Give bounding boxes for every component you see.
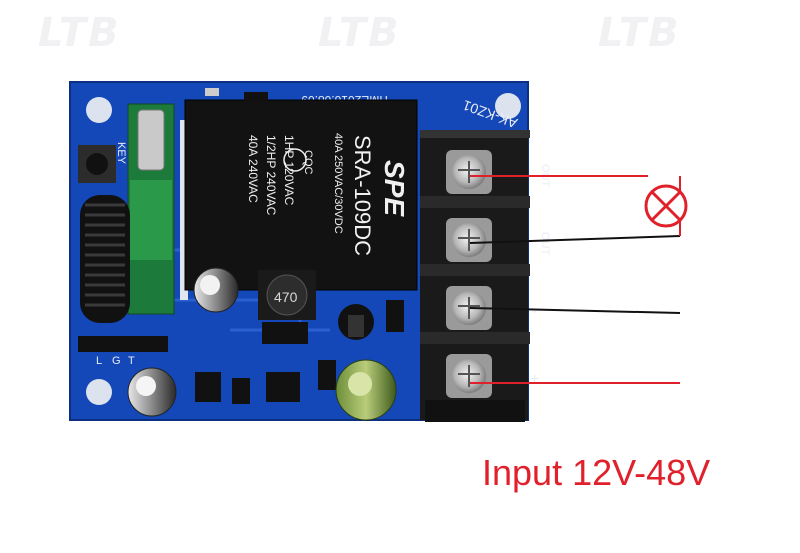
wire-black-out bbox=[469, 235, 681, 244]
relay-rating-right: 40A 250VAC/30VDC bbox=[332, 133, 344, 234]
smd-small bbox=[232, 378, 250, 404]
input-voltage-caption: Input 12V-48V bbox=[482, 452, 711, 493]
diode bbox=[262, 322, 308, 344]
relay-brand: SPE bbox=[379, 160, 410, 217]
ic-chip bbox=[266, 372, 300, 402]
jumper-label-g: G bbox=[112, 355, 121, 367]
terminal-label-minus: - bbox=[532, 303, 537, 320]
capacitor-bottom bbox=[127, 367, 177, 417]
jumper-header bbox=[78, 336, 168, 352]
regulator bbox=[195, 372, 221, 402]
jumper-label-l: L bbox=[96, 355, 102, 367]
rf-module bbox=[127, 103, 188, 315]
smd-diode bbox=[386, 300, 404, 332]
jumper-label-t: T bbox=[128, 355, 135, 367]
watermark-top-right: LTB bbox=[598, 10, 681, 56]
relay-model: SRA-109DC bbox=[350, 135, 375, 256]
watermark-top-left: LTB bbox=[38, 10, 121, 56]
relay-rating-2: 1/2HP 240VAC bbox=[264, 135, 278, 216]
watermark-top-center: LTB bbox=[318, 10, 401, 56]
lamp-symbol-icon bbox=[644, 184, 688, 228]
terminal-label-plus: + bbox=[530, 371, 539, 388]
wire-black-minus bbox=[469, 307, 681, 314]
inductor-label: 470 bbox=[274, 289, 298, 305]
relay-rating-3: 40A 240VAC bbox=[246, 135, 260, 203]
relay-cert: CQC bbox=[302, 150, 314, 175]
relay bbox=[184, 99, 418, 291]
capacitor-green bbox=[335, 359, 397, 421]
relay-rating-1: 1HP 120VAC bbox=[282, 135, 296, 206]
capacitor-top bbox=[193, 267, 239, 313]
terminal-screw-2 bbox=[446, 218, 492, 262]
smd-part bbox=[205, 88, 219, 96]
terminal-screw-4 bbox=[446, 354, 492, 398]
terminal-label-out-2: OUT bbox=[539, 232, 551, 256]
inductor bbox=[258, 270, 316, 320]
terminal-screw-1 bbox=[446, 150, 492, 194]
key-label: KEY bbox=[115, 142, 127, 165]
transistor bbox=[338, 304, 374, 340]
smd-resistor bbox=[244, 92, 268, 102]
smd-resistor-2 bbox=[318, 360, 336, 390]
terminal-screw-3 bbox=[446, 286, 492, 330]
antenna-coil bbox=[80, 195, 130, 323]
key-button bbox=[78, 145, 116, 183]
